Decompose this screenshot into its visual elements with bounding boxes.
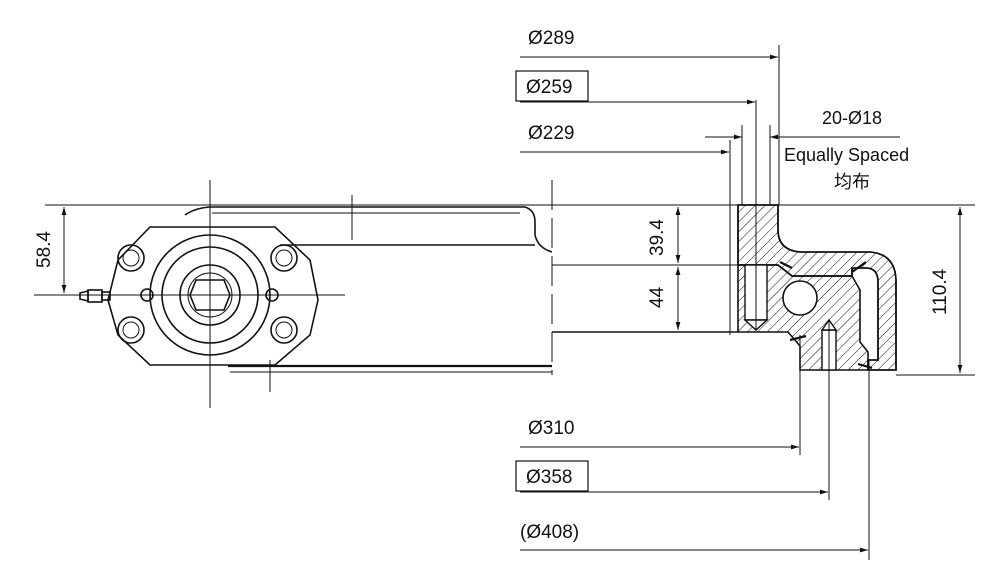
d358-box — [515, 460, 589, 492]
note-equally-spaced: Equally Spaced — [784, 145, 909, 165]
dim-d289: Ø289 — [528, 28, 574, 49]
d259-box — [515, 70, 589, 102]
dim-h584: 58.4 — [34, 231, 55, 268]
grease-nipple — [79, 289, 111, 303]
dim-d358: Ø358 — [526, 467, 572, 488]
bearing-section — [552, 45, 897, 560]
dimension-lines — [45, 54, 975, 553]
dim-d310: Ø310 — [528, 418, 574, 439]
dim-h394: 39.4 — [647, 219, 668, 256]
drive-housing — [34, 180, 553, 408]
bolt-group — [117, 244, 298, 344]
dim-h1104: 110.4 — [930, 268, 951, 315]
dim-d229: Ø229 — [528, 123, 574, 144]
dim-d408: (Ø408) — [520, 522, 579, 543]
note-cn: 均布 — [834, 172, 870, 193]
dim-h44: 44 — [647, 286, 668, 308]
dim-d259: Ø259 — [526, 77, 572, 98]
dim-holes: 20-Ø18 — [822, 108, 882, 128]
